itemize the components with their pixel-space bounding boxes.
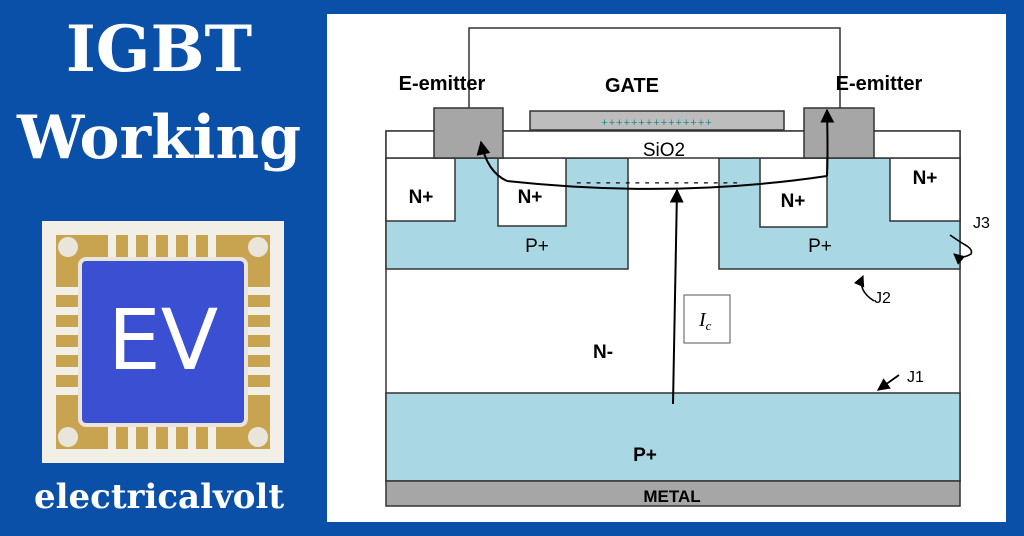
logo-pin bbox=[148, 425, 156, 449]
n-plus-label: N+ bbox=[518, 187, 543, 208]
logo-pin bbox=[108, 425, 116, 449]
logo-text: EV bbox=[108, 291, 219, 389]
logo-pin bbox=[188, 425, 196, 449]
logo-pin bbox=[246, 307, 270, 315]
junction-j1-marker bbox=[876, 374, 900, 391]
brand-name: electricalvolt bbox=[33, 477, 285, 517]
emitter-right-label: E-emitter bbox=[836, 73, 923, 95]
chip-logo-icon: EV bbox=[42, 221, 284, 463]
logo-pin bbox=[56, 307, 80, 315]
junction-j2-label: J2 bbox=[874, 290, 891, 307]
gate-electrode bbox=[529, 110, 785, 131]
logo-pin bbox=[56, 367, 80, 375]
logo-corner-dot bbox=[248, 237, 268, 257]
logo-pin bbox=[188, 235, 196, 259]
logo-corner-dot bbox=[58, 237, 78, 257]
logo-pin bbox=[168, 235, 176, 259]
p-plus-substrate bbox=[385, 392, 961, 482]
logo-pin bbox=[168, 425, 176, 449]
logo-pin bbox=[108, 235, 116, 259]
electron-flow-arrow-left bbox=[476, 140, 508, 182]
electron-flow-curve bbox=[506, 175, 828, 190]
title-line-1: IGBT bbox=[65, 12, 253, 87]
logo-pin bbox=[56, 347, 80, 355]
logo-pin bbox=[246, 347, 270, 355]
emitter-connection-wire bbox=[468, 27, 841, 108]
junction-j3-label: J3 bbox=[973, 215, 990, 232]
gate-label: GATE bbox=[605, 75, 659, 97]
logo-pin bbox=[208, 425, 216, 449]
n-minus-label: N- bbox=[593, 342, 613, 363]
junction-j2-marker bbox=[853, 274, 875, 302]
p-plus-label: P+ bbox=[525, 236, 549, 257]
n-plus-label: N+ bbox=[913, 168, 938, 189]
logo-pin bbox=[128, 425, 136, 449]
emitter-left-label: E-emitter bbox=[399, 73, 486, 95]
p-plus-label: P+ bbox=[808, 236, 832, 257]
channel-dashes: - - - - - - - - - - - - - - - - - bbox=[576, 174, 738, 191]
n-plus-region bbox=[759, 157, 828, 228]
emitter-contact-right bbox=[803, 107, 875, 159]
logo-corner-dot bbox=[248, 427, 268, 447]
collector-current-arrow bbox=[669, 188, 684, 405]
logo-pin bbox=[56, 287, 80, 295]
logo-pin bbox=[246, 387, 270, 395]
title-line-2: Working bbox=[16, 103, 302, 173]
n-plus-region bbox=[385, 157, 456, 222]
gate-charge-label: +++++++++++++++ bbox=[601, 117, 712, 129]
metal-label: METAL bbox=[643, 487, 700, 506]
logo-pin bbox=[208, 235, 216, 259]
metal-layer bbox=[385, 480, 961, 507]
logo-pin bbox=[128, 235, 136, 259]
p-plus-substrate-label: P+ bbox=[633, 445, 657, 466]
igbt-diagram-panel: - - - - - - - - - - - - - - - - - Ic GAT… bbox=[327, 14, 1006, 522]
junction-j1-label: J1 bbox=[907, 369, 924, 386]
logo-pin bbox=[56, 327, 80, 335]
logo-chip-core bbox=[78, 257, 248, 427]
logo-corner-dot bbox=[58, 427, 78, 447]
logo-pin bbox=[246, 367, 270, 375]
logo-pin bbox=[246, 287, 270, 295]
current-label-box bbox=[683, 294, 731, 344]
electron-flow-arrow-right bbox=[820, 108, 835, 177]
emitter-contact-left bbox=[433, 107, 504, 159]
logo-pin bbox=[246, 327, 270, 335]
logo-pin bbox=[56, 387, 80, 395]
logo-pin bbox=[148, 235, 156, 259]
n-plus-label: N+ bbox=[409, 187, 434, 208]
n-plus-label: N+ bbox=[781, 191, 806, 212]
logo-pins bbox=[56, 235, 270, 449]
sio2-label: SiO2 bbox=[643, 140, 685, 161]
n-plus-region bbox=[497, 157, 567, 227]
junction-j3-marker bbox=[949, 234, 973, 265]
current-label: Ic bbox=[698, 309, 712, 333]
